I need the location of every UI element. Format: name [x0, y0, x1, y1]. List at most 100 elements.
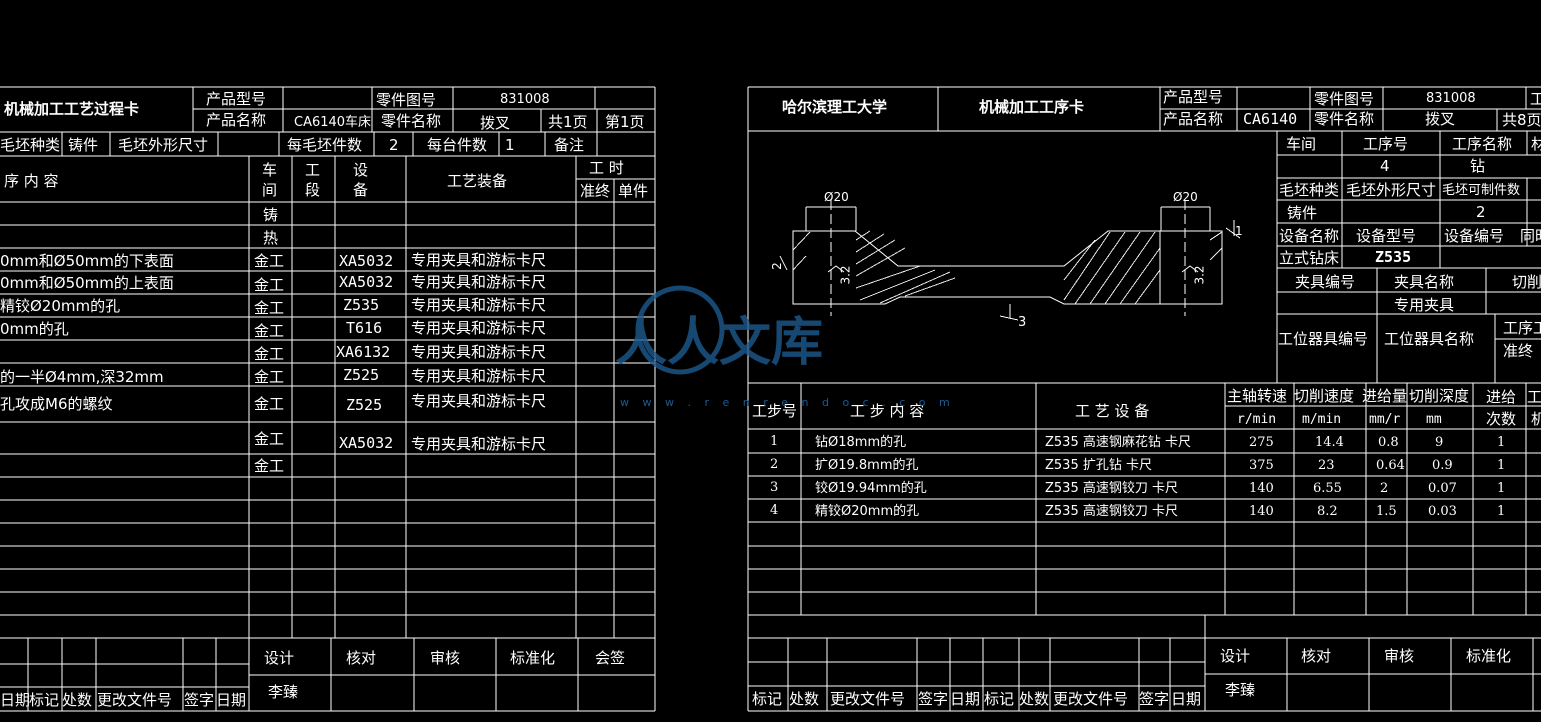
- sign-standard-label: 标准化: [1466, 647, 1512, 665]
- more-header-2: 机: [1531, 410, 1541, 428]
- feed-unit: mm/r: [1369, 412, 1401, 427]
- col-unit-time-header: 单件: [618, 182, 649, 200]
- col-prep-time-header: 准终: [580, 182, 611, 200]
- part-drawing-no-value: 831008: [500, 92, 550, 107]
- page-no: 第1页: [605, 113, 645, 131]
- row-equipment: XA5032: [339, 434, 394, 452]
- prep-label: 准终: [1503, 342, 1534, 360]
- fixture-no-label: 夹具编号: [1295, 273, 1356, 291]
- col-time-header: 工 时: [589, 159, 624, 177]
- sign-countersign-label: 会签: [595, 649, 626, 667]
- step-equipment: Z535 扩孔钻 卡尺: [1045, 458, 1152, 473]
- pieces-per-blank-label: 每毛坯件数: [287, 136, 363, 154]
- blank-type-value: 铸件: [1287, 204, 1318, 222]
- product-model-label: 产品型号: [1163, 88, 1224, 106]
- footer-count: 处数: [789, 690, 820, 708]
- product-name-label: 产品名称: [1163, 110, 1224, 128]
- more-header-1: 工: [1527, 388, 1541, 406]
- simultaneous-label: 同时: [1520, 227, 1541, 245]
- step-speed: 8.2: [1317, 504, 1338, 519]
- row-content: 0mm和Ø50mm的上表面: [0, 274, 174, 292]
- step-equipment: Z535 高速钢铰刀 卡尺: [1045, 481, 1178, 496]
- footer-date-2: 日期: [1171, 690, 1202, 708]
- roughness-right-label: 3.2: [1192, 265, 1207, 285]
- step-no: 3: [770, 480, 779, 495]
- depth-unit: mm: [1426, 412, 1442, 427]
- row-content: 精铰Ø20mm的孔: [0, 297, 121, 315]
- op-no-value: 4: [1380, 157, 1390, 175]
- watermark-url: w w w . r e n r e n d o c . c o m: [620, 396, 955, 409]
- row-tooling: 专用夹具和游标卡尺: [411, 273, 547, 291]
- row-workshop: 铸: [263, 206, 279, 224]
- step-feed: 0.64: [1376, 458, 1405, 473]
- station-tool-name-label: 工位器具名称: [1384, 330, 1475, 348]
- op-no-label: 工序号: [1363, 135, 1409, 153]
- watermark-logo: 人人文库: [615, 285, 905, 399]
- footer-date-1: 日期: [0, 691, 31, 709]
- col-content-header: 序 内 容: [4, 172, 59, 190]
- op-name-value: 钻: [1470, 157, 1486, 175]
- step-content: 钻Ø18mm的孔: [815, 435, 907, 450]
- row-tooling: 专用夹具和游标卡尺: [411, 251, 547, 269]
- step-depth: 0.07: [1428, 481, 1457, 496]
- step-passes: 1: [1497, 504, 1506, 519]
- op-time-label: 工序工: [1503, 319, 1541, 337]
- row-tooling: 专用夹具和游标卡尺: [411, 319, 547, 337]
- corner-label: 1: [1235, 224, 1243, 238]
- row-equipment: Z525: [346, 396, 383, 414]
- sign-review-label: 审核: [430, 649, 461, 667]
- part-name-value: 拨叉: [1425, 110, 1456, 128]
- part-name-label: 零件名称: [381, 112, 442, 130]
- step-passes: 1: [1497, 435, 1506, 450]
- footer-signature: 签字: [918, 690, 949, 708]
- step-spindle: 140: [1249, 504, 1274, 519]
- speed-header: 切削速度: [1294, 387, 1355, 405]
- row-workshop: 热: [263, 229, 279, 247]
- step-no-header: 工步号: [752, 402, 798, 420]
- step-spindle: 140: [1249, 481, 1274, 496]
- roughness-left-label: 3.2: [838, 265, 853, 285]
- step-depth: 0.03: [1428, 504, 1457, 519]
- designer-name: 李臻: [268, 683, 299, 701]
- step-feed: 1.5: [1376, 504, 1397, 519]
- equip-name-label: 设备名称: [1279, 227, 1340, 245]
- footer-count: 处数: [62, 691, 93, 709]
- step-depth: 0.9: [1432, 458, 1453, 473]
- blank-type-value: 铸件: [68, 136, 99, 154]
- op-name-more: 材: [1531, 135, 1541, 153]
- row-workshop: 金工: [254, 322, 285, 340]
- depth-header: 切削深度: [1409, 387, 1470, 405]
- product-name-value: CA6140: [1243, 110, 1298, 128]
- blank-qty-label: 毛坯可制件数: [1442, 183, 1521, 198]
- step-speed: 14.4: [1315, 435, 1344, 450]
- footer-mark-2: 标记: [984, 690, 1015, 708]
- row-tooling: 专用夹具和游标卡尺: [411, 367, 547, 385]
- row-equipment: XA5032: [339, 273, 394, 291]
- left-card-title: 机械加工工艺过程卡: [4, 100, 140, 118]
- step-passes: 1: [1497, 458, 1506, 473]
- footer-count-2: 处数: [1019, 690, 1050, 708]
- total-pages: 共8页: [1502, 111, 1541, 129]
- step-content: 铰Ø19.94mm的孔: [815, 481, 927, 496]
- step-content: 扩Ø19.8mm的孔: [815, 458, 919, 473]
- cutting-label: 切削: [1512, 273, 1541, 291]
- step-spindle: 275: [1249, 435, 1274, 450]
- blank-type-label: 毛坯种类: [0, 136, 61, 154]
- step-no: 4: [770, 503, 779, 518]
- note-label: 3: [1018, 315, 1027, 330]
- footer-signature: 签字: [184, 691, 215, 709]
- step-no: 1: [770, 434, 779, 449]
- part-drawing: [779, 200, 1241, 321]
- pieces-per-unit-value: 1: [505, 136, 515, 154]
- remark-label: 备注: [554, 136, 585, 154]
- pieces-per-unit-label: 每台件数: [427, 136, 488, 154]
- sign-design-label: 设计: [1220, 647, 1251, 665]
- col-workshop-header: 车间: [262, 161, 278, 199]
- step-content: 精铰Ø20mm的孔: [815, 504, 920, 519]
- footer-change-doc: 更改文件号: [830, 690, 906, 708]
- row-equipment: Z525: [343, 366, 380, 384]
- workshop-label: 车间: [1286, 135, 1317, 153]
- footer-date-2: 日期: [216, 691, 247, 709]
- step-content-header: 工 步 内 容: [850, 402, 925, 420]
- step-depth: 9: [1435, 435, 1444, 450]
